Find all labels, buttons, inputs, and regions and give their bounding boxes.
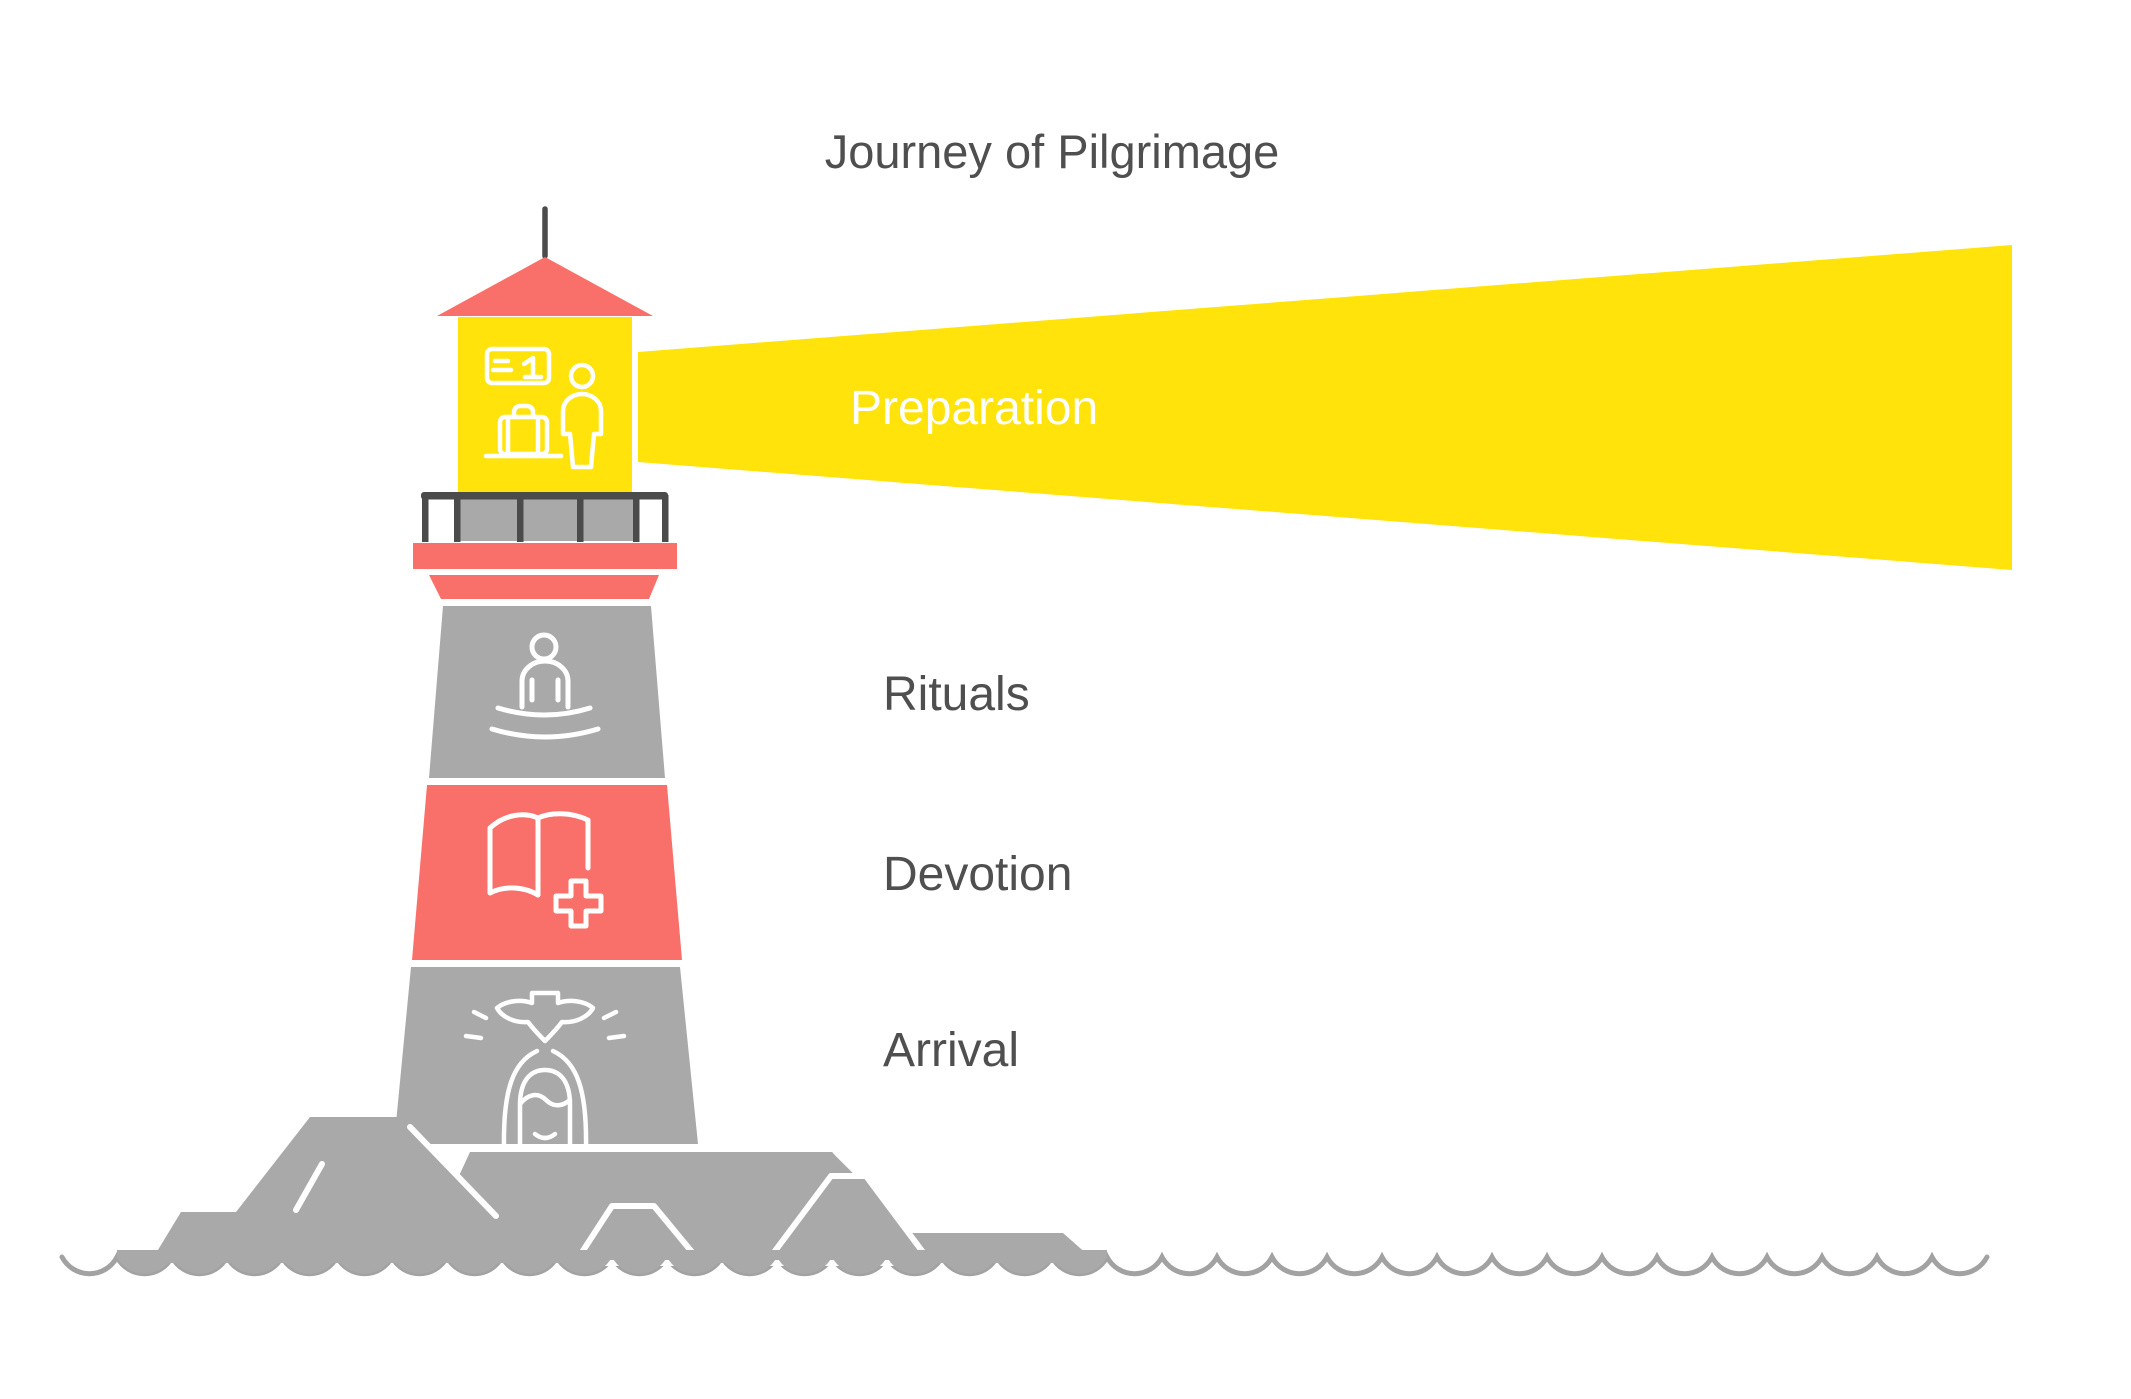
passport-luggage-traveler-icon: [483, 346, 604, 470]
lamp-room: [458, 317, 632, 496]
stage-label-rituals: Rituals: [883, 668, 1030, 721]
tower-section-arrival: [394, 967, 698, 1144]
light-beam: [638, 245, 2012, 570]
rock-base: [117, 1117, 1107, 1274]
gallery-railing: [421, 492, 669, 542]
tower-section-rituals: [429, 606, 665, 778]
dove-blessing-icon: [463, 990, 627, 1151]
tower-section-devotion: [412, 785, 682, 960]
prayer-book-cross-icon: [487, 811, 604, 929]
stage-label-arrival: Arrival: [883, 1024, 1020, 1077]
stage-label-devotion: Devotion: [883, 848, 1073, 901]
lighthouse-roof: [437, 257, 653, 316]
stage-label-preparation: Preparation: [850, 382, 1099, 435]
page-title: Journey of Pilgrimage: [824, 125, 1280, 178]
watch-room-collar: [413, 543, 677, 599]
meditating-person-icon: [489, 632, 601, 740]
